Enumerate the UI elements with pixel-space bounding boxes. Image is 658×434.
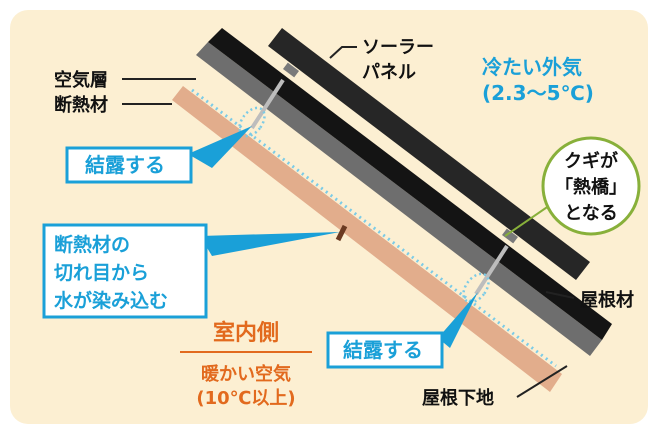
callout-condensation-bottom — [326, 331, 444, 369]
leader-sheathing — [516, 365, 568, 398]
label-indoor: 室内側 — [213, 320, 279, 346]
label-nail-1: クギが — [564, 150, 618, 172]
label-nail-2: 「熱橋」 — [555, 176, 627, 198]
leader-roofing — [545, 291, 575, 299]
label-solar-1: ソーラー — [362, 37, 434, 58]
pointer-condensation-bottom — [438, 292, 478, 348]
roofing-material — [208, 28, 612, 340]
label-gap-2: 切れ目から — [54, 262, 149, 284]
label-condensation-top: 結露する — [85, 153, 165, 177]
condensation-dots — [191, 88, 557, 368]
nail-icon — [474, 244, 509, 296]
roof-sheathing — [196, 42, 602, 356]
panel-bracket — [283, 62, 299, 78]
pointer-condensation-top — [188, 126, 252, 168]
pointer-gap — [200, 232, 340, 256]
label-roofing: 屋根材 — [580, 289, 634, 311]
callout-condensation-top — [65, 146, 193, 184]
label-insulation: 断熱材 — [54, 94, 108, 116]
nail-icon — [250, 78, 285, 130]
label-air-layer: 空気層 — [54, 69, 108, 91]
label-warm-air-2: (10℃以上) — [196, 388, 295, 409]
nail-callout-circle — [541, 136, 641, 236]
label-gap-1: 断熱材の — [54, 233, 130, 256]
leader-solar-panel — [329, 46, 357, 59]
label-nail-3: となる — [564, 203, 617, 224]
label-warm-air-1: 暖かい空気 — [201, 363, 291, 385]
label-sheathing: 屋根下地 — [422, 387, 494, 409]
label-condensation-bottom: 結露する — [343, 338, 423, 362]
callout-insulation-gap — [42, 223, 208, 319]
label-gap-3: 水が染み込む — [54, 289, 168, 312]
panel-bracket — [502, 228, 518, 244]
insulation-gap-mark — [335, 224, 348, 242]
label-cold-air-1: 冷たい外気 — [482, 55, 582, 79]
condensation-halo — [462, 272, 490, 304]
label-cold-air-2: (2.3〜5℃) — [482, 81, 594, 105]
solar-panel — [268, 28, 590, 280]
label-solar-2: パネル — [362, 62, 416, 83]
